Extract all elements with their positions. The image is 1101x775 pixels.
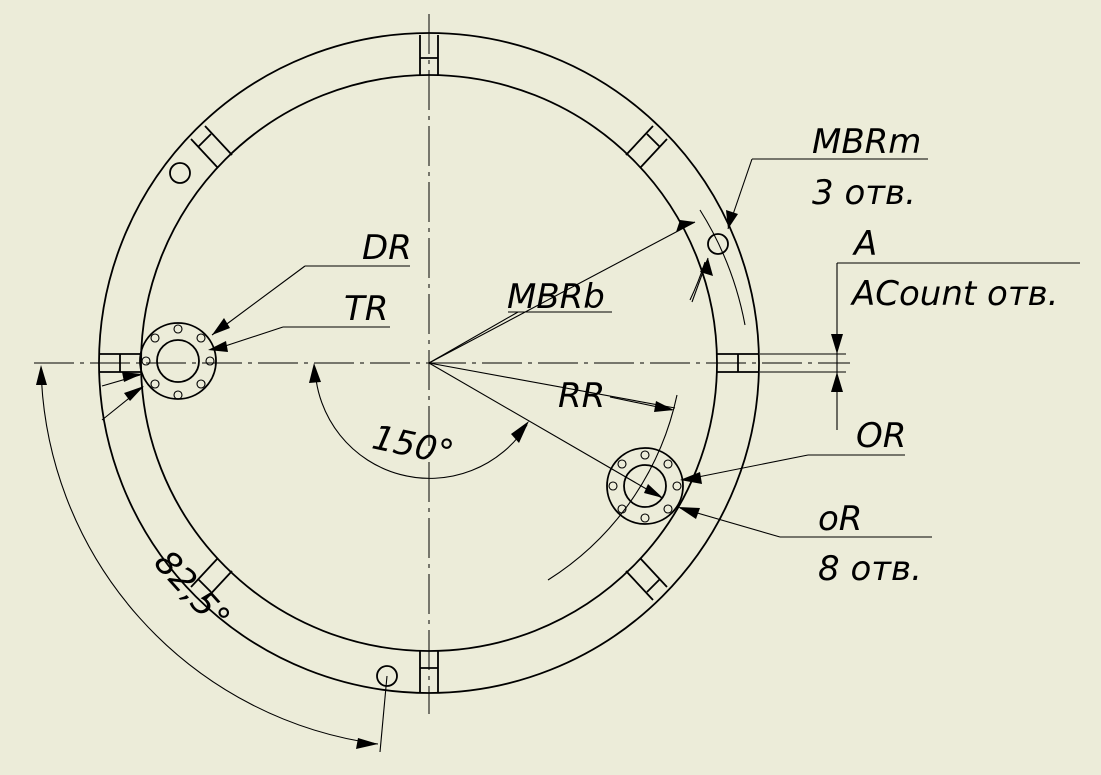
mbr-arc	[699, 209, 746, 326]
right-flange	[606, 447, 684, 525]
or-leader	[682, 454, 809, 481]
label-tr: TR	[344, 289, 388, 329]
dr-leader	[211, 265, 306, 336]
rr-radius-line-1	[428, 362, 676, 409]
outer-ring-circle	[98, 32, 760, 694]
angle-82-ext	[379, 675, 388, 753]
label-a-count: ACount отв.	[850, 274, 1059, 314]
rr-arrow	[654, 401, 674, 412]
label-mbrb: MBRb	[507, 277, 605, 317]
label-dr: DR	[362, 228, 412, 268]
label-mbrm-count: 3 отв.	[812, 173, 916, 213]
inner-ring-circle	[140, 74, 718, 652]
label-a: A	[852, 224, 877, 264]
right-flange-arrow	[644, 484, 663, 498]
rr-arc	[547, 394, 678, 581]
tr-arrow	[208, 341, 228, 352]
angle-150-arrow-left	[309, 363, 321, 383]
mbrm-lower-arrow	[700, 258, 713, 276]
ring-hole-right	[707, 233, 729, 255]
a-arrow-bottom	[831, 372, 843, 392]
left-flange-arrow-1	[122, 372, 142, 382]
mbrm-arrow	[726, 210, 738, 229]
ring-hole-upper-left	[169, 162, 191, 184]
ring-hole-bottom	[376, 665, 398, 687]
rr-radius-line-2	[428, 362, 663, 499]
mbrb-arrow	[676, 220, 695, 232]
label-rr: RR	[558, 376, 605, 416]
angle-150-arc	[314, 367, 528, 479]
label-angle-82: 82,5°	[146, 543, 238, 639]
label-mbrm: MBRm	[812, 122, 921, 162]
or-arrow	[680, 472, 702, 484]
left-flange-arrow-2	[124, 386, 144, 401]
label-angle-150: 150°	[369, 418, 457, 474]
dr-arrow	[212, 318, 230, 335]
label-or-lower: oR	[818, 499, 862, 539]
segment-joints	[99, 35, 759, 692]
a-arrow-top	[831, 334, 843, 354]
angle-82-arc	[40, 366, 379, 745]
left-flange	[139, 322, 217, 400]
angle-150-arrow-right	[511, 421, 529, 443]
or-lower-arrow	[678, 507, 700, 519]
label-or-upper: OR	[856, 416, 906, 456]
mbrb-leader	[428, 311, 519, 364]
angle-82-arrow-bottom	[356, 738, 378, 749]
angle-82-arrow-top	[36, 365, 47, 385]
mbr-arc-inner	[689, 261, 706, 301]
mbrb-radius-line	[428, 221, 696, 364]
label-or-count: 8 отв.	[818, 549, 922, 589]
